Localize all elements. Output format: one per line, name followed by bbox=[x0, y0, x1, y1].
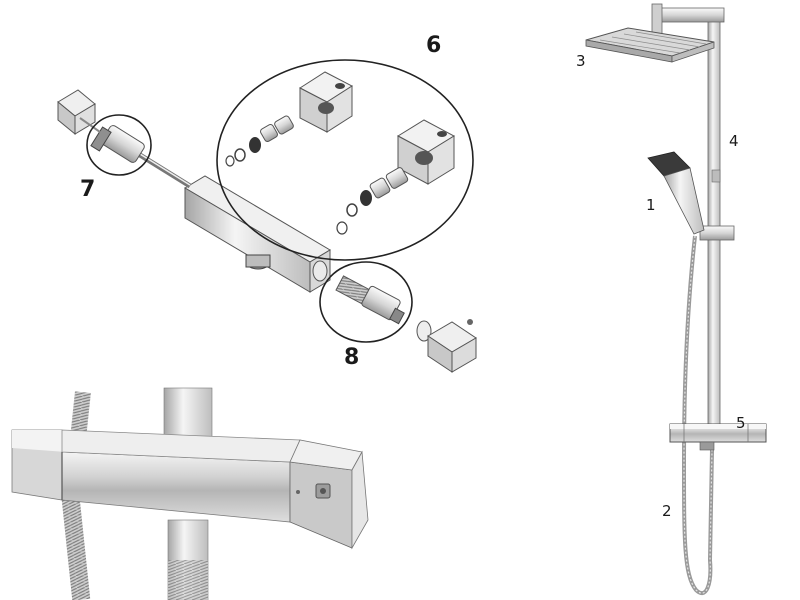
callout-label-3: 3 bbox=[576, 52, 586, 70]
callout-label-7: 7 bbox=[80, 177, 95, 202]
callout-label-2: 2 bbox=[662, 502, 672, 520]
slider-bracket bbox=[699, 225, 735, 241]
thermostatic-cartridge-part bbox=[90, 125, 145, 163]
flow-knob-part bbox=[427, 321, 477, 373]
temperature-knob-part bbox=[57, 89, 96, 136]
wall-elbow-upper bbox=[225, 71, 353, 167]
overhead-shower-head bbox=[585, 27, 715, 63]
callout-label-5: 5 bbox=[736, 414, 746, 432]
closeup-hose-bottom bbox=[60, 487, 91, 600]
flow-cartridge-part bbox=[335, 275, 405, 325]
callout-label-6: 6 bbox=[426, 33, 441, 58]
callout-circle-8 bbox=[319, 261, 413, 343]
overhead-arm bbox=[651, 3, 725, 35]
callout-label-1: 1 bbox=[646, 196, 656, 214]
callout-circle-7 bbox=[86, 114, 152, 176]
valve-closeup-photo bbox=[11, 387, 369, 600]
closeup-end-control bbox=[289, 439, 369, 550]
shower-system-view bbox=[585, 3, 767, 596]
valve-body-exploded bbox=[184, 175, 331, 293]
riser-rail bbox=[707, 19, 721, 431]
callout-label-8: 8 bbox=[344, 345, 359, 370]
handset bbox=[647, 151, 705, 235]
callout-label-4: 4 bbox=[729, 132, 739, 150]
exploded-valve-view bbox=[57, 59, 477, 373]
callout-circle-6 bbox=[216, 59, 474, 261]
thermostatic-bar-valve bbox=[669, 423, 767, 451]
spindle-rod bbox=[138, 152, 192, 189]
wall-elbow-lower bbox=[336, 119, 456, 235]
